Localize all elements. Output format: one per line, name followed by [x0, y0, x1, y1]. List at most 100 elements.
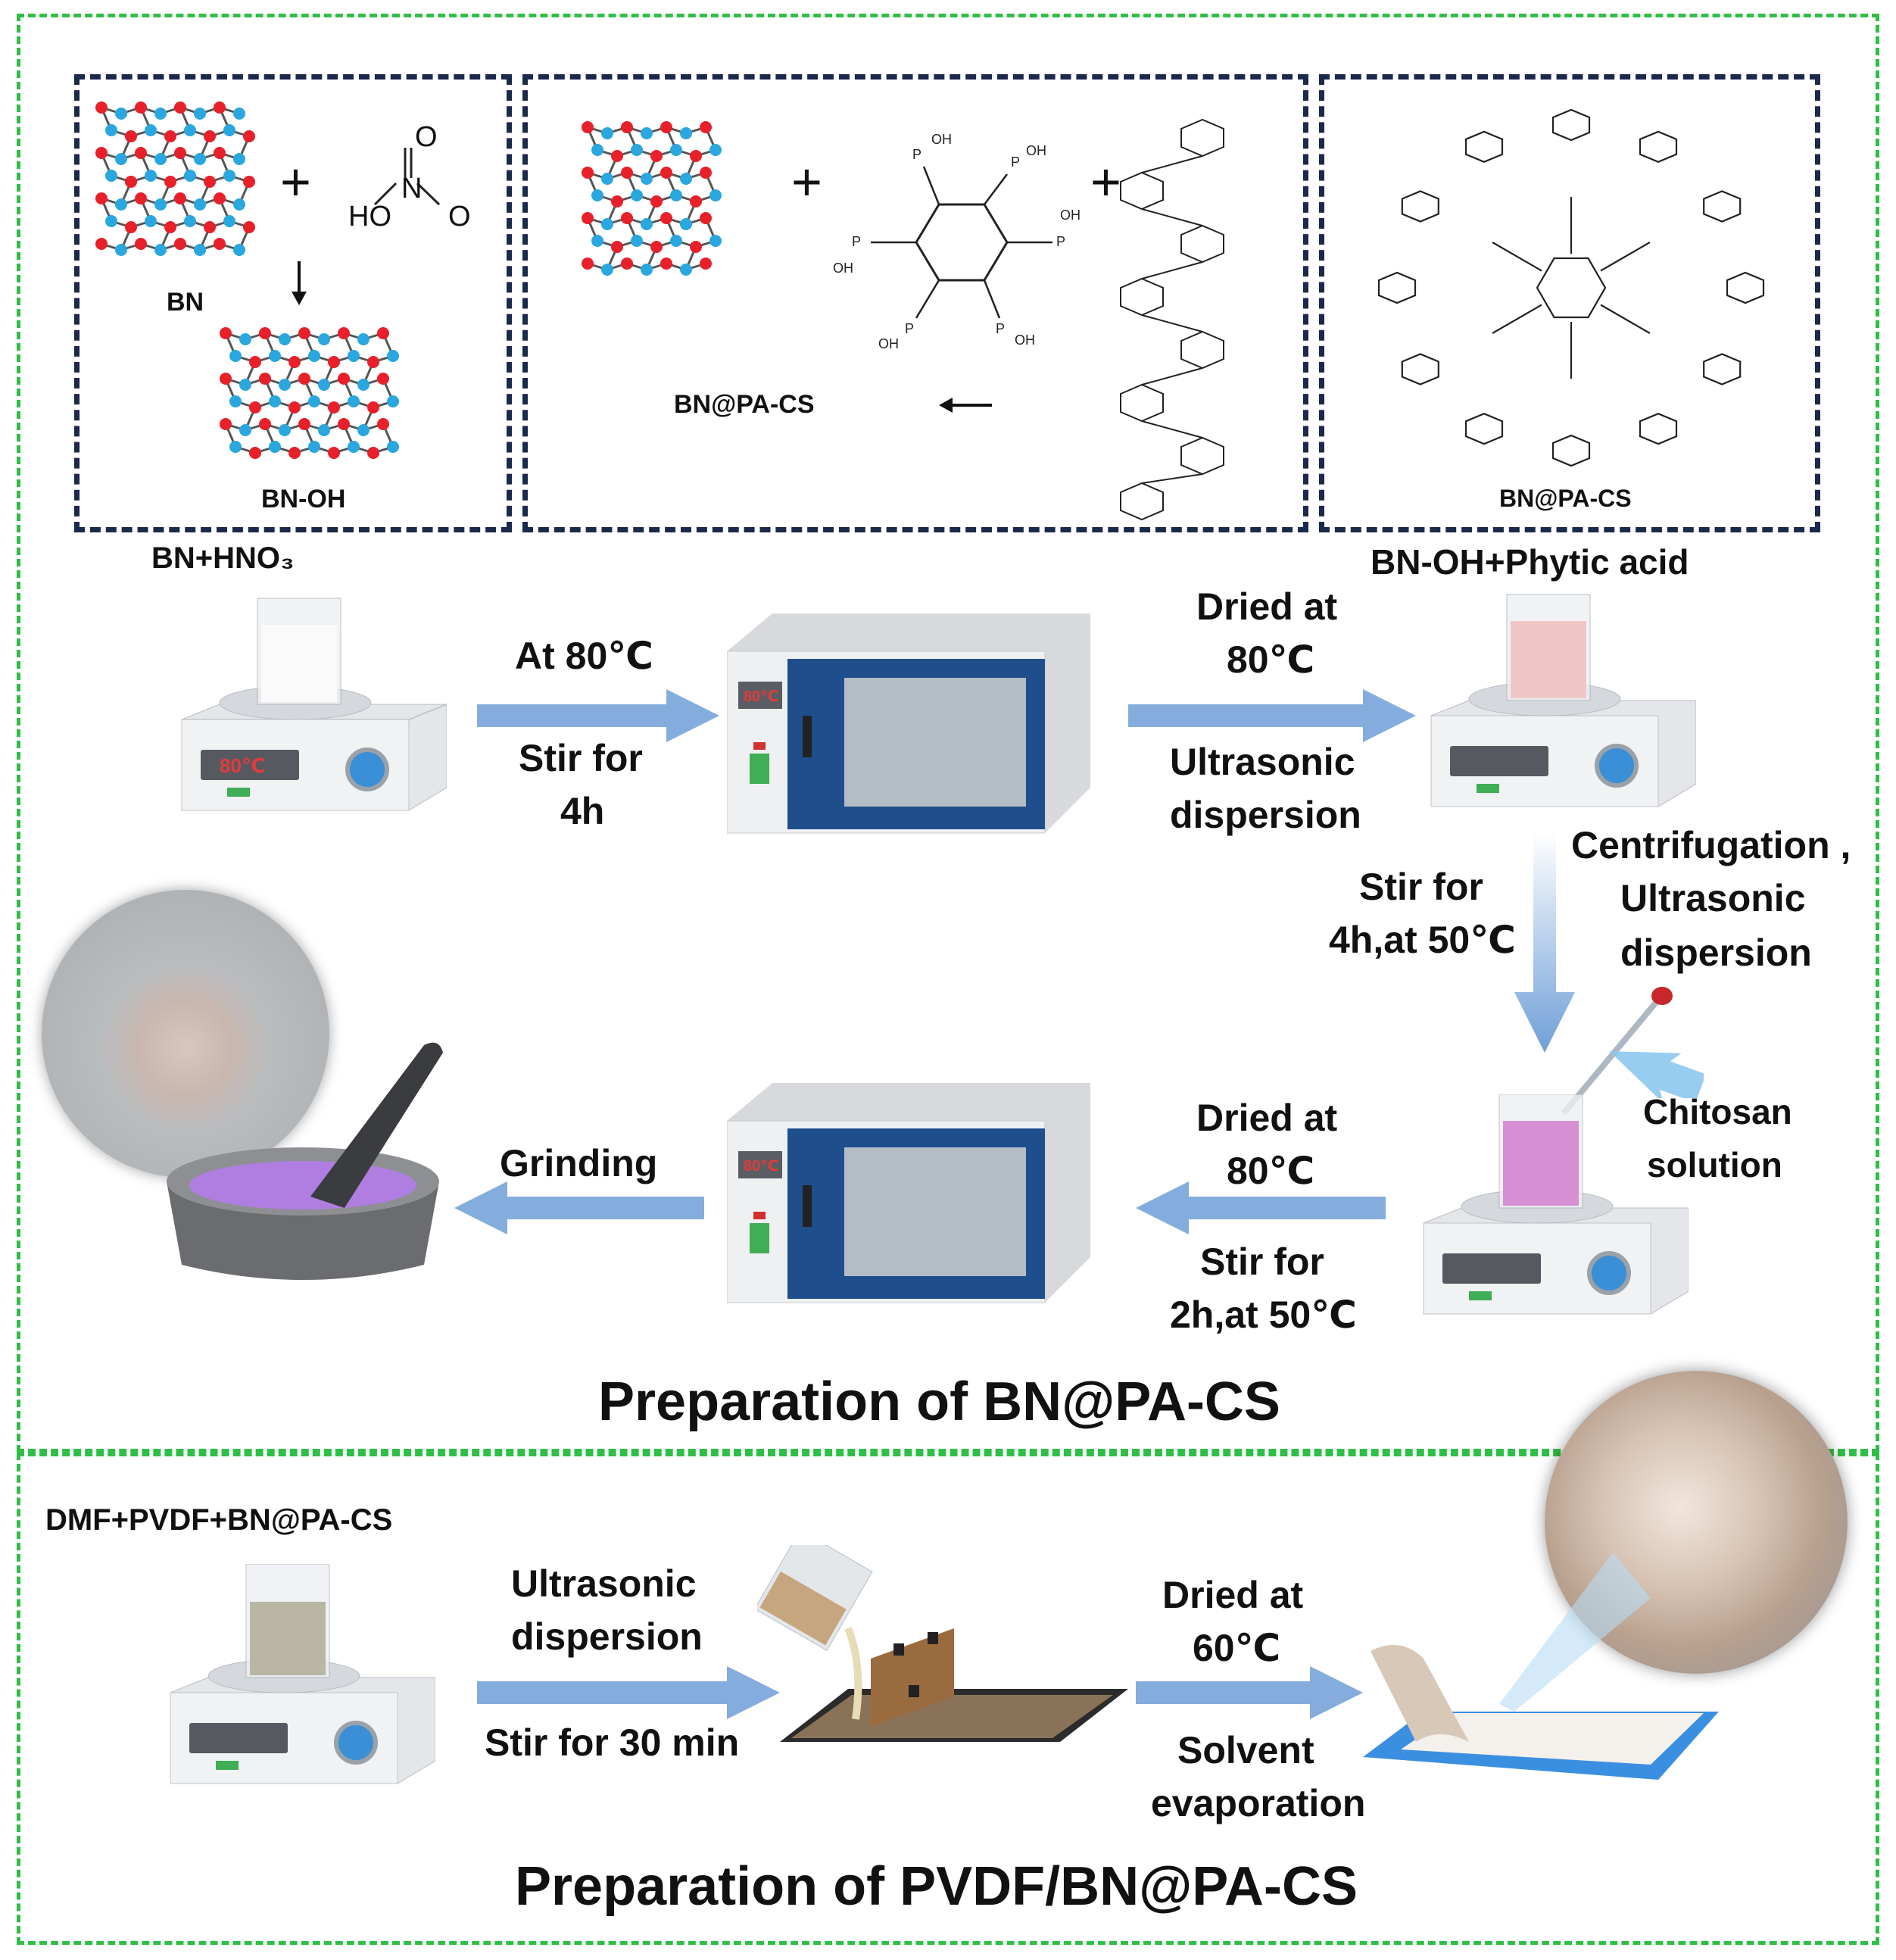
nitrogen-atom — [700, 167, 712, 179]
phosphate-arm — [1600, 242, 1651, 272]
label-evaporation: evaporation — [1151, 1782, 1366, 1824]
boron-atom — [308, 441, 320, 453]
boron-atom — [229, 395, 242, 407]
nitrogen-atom — [298, 373, 310, 385]
nitrogen-atom — [700, 121, 712, 133]
nitrogen-atom — [95, 101, 108, 114]
nitrogen-atom — [174, 238, 186, 250]
bn-pacs-complex-structure — [1377, 108, 1765, 467]
glucosamine-ring — [1180, 224, 1224, 264]
process-arrow-down — [1514, 833, 1575, 1053]
boron-atom — [233, 153, 245, 165]
nitrogen-atom — [367, 447, 379, 459]
boron-atom — [229, 441, 242, 453]
boron-atom — [194, 108, 206, 120]
stirrer-display-1: 80℃ — [220, 754, 265, 777]
nitrogen-atom — [611, 241, 623, 253]
boron-atom — [115, 153, 127, 165]
boron-atom — [145, 124, 157, 136]
chitosan-ring — [1703, 353, 1742, 385]
plus-sign-3: + — [1090, 152, 1121, 211]
nitrogen-atom — [243, 130, 255, 142]
nitrogen-atom — [243, 176, 255, 188]
boron-atom — [348, 350, 360, 362]
glycosidic-bond — [1141, 420, 1203, 439]
magnetic-stirrer-4 — [163, 1563, 436, 1791]
boron-atom — [105, 124, 117, 136]
boron-atom — [709, 144, 722, 156]
nitrogen-atom — [249, 356, 261, 368]
svg-text:OH: OH — [1015, 332, 1035, 348]
nitrogen-atom — [650, 241, 663, 253]
oven-display-1: 80℃ — [744, 688, 778, 705]
nitrogen-atom — [328, 401, 340, 414]
process-arrow-3 — [1136, 1181, 1386, 1234]
nitrogen-atom — [243, 221, 255, 233]
nitrogen-atom — [249, 447, 261, 459]
boron-atom — [194, 244, 206, 256]
label-dispersion-c: dispersion — [511, 1615, 703, 1658]
glycosidic-bond — [1141, 208, 1203, 226]
chitosan-chain-structure — [1120, 118, 1224, 521]
nitrogen-atom — [582, 167, 594, 179]
glucosamine-ring — [1180, 436, 1224, 476]
boron-atom — [239, 333, 251, 345]
boron-atom — [233, 108, 245, 120]
boron-atom — [670, 189, 682, 201]
boron-atom — [709, 189, 722, 201]
nitrogen-atom — [204, 221, 216, 233]
process-arrow-1 — [477, 689, 719, 742]
label-stir-for-b: Stir for — [1359, 866, 1483, 908]
glucosamine-ring — [1180, 330, 1224, 370]
svg-text:P: P — [905, 321, 914, 336]
boron-atom — [641, 264, 653, 276]
label-dried-at-c: Dried at — [1162, 1574, 1304, 1616]
label-solution: solution — [1647, 1145, 1782, 1184]
nitrogen-atom — [214, 192, 226, 204]
chitosan-ring — [1551, 434, 1591, 467]
boron-atom — [318, 333, 330, 345]
boron-atom — [279, 333, 291, 345]
magnetic-stirrer-3 — [1416, 1094, 1689, 1322]
bn-pacs-label-2: BN@PA-CS — [1499, 485, 1632, 512]
nitrogen-atom — [611, 150, 623, 162]
boron-atom — [115, 244, 127, 256]
nitrogen-atom — [220, 418, 232, 430]
nitrogen-atom — [377, 418, 389, 430]
nitric-ho: HO — [348, 201, 391, 233]
boron-atom — [269, 350, 281, 362]
boron-atom — [601, 264, 613, 276]
down-arrow-icon — [292, 261, 307, 305]
nitrogen-atom — [174, 192, 186, 204]
boron-atom — [145, 215, 157, 227]
label-60: 60℃ — [1193, 1627, 1281, 1669]
glycosidic-bond — [1141, 367, 1203, 385]
boron-atom — [591, 235, 603, 247]
plus-sign-1: + — [280, 152, 311, 211]
boron-atom — [641, 127, 653, 139]
bn-oh-lattice-small — [582, 121, 722, 276]
inositol-ring — [1536, 257, 1607, 319]
svg-text:OH: OH — [833, 261, 853, 276]
boron-atom — [105, 170, 117, 182]
boron-atom — [279, 379, 291, 391]
boron-atom — [145, 170, 157, 182]
boron-atom — [239, 424, 251, 436]
boron-atom — [154, 153, 167, 165]
boron-atom — [184, 215, 196, 227]
nitrogen-atom — [660, 121, 672, 133]
label-stir-for-c: Stir for — [1200, 1241, 1324, 1283]
nitrogen-atom — [95, 238, 108, 250]
boron-atom — [631, 235, 643, 247]
nitrogen-atom — [220, 373, 232, 385]
boron-atom — [631, 144, 643, 156]
nitrogen-atom — [125, 130, 137, 142]
nitrogen-atom — [582, 121, 594, 133]
bn-pacs-reaction-box — [522, 74, 1308, 532]
boron-atom — [680, 173, 692, 185]
nitrogen-atom — [288, 356, 301, 368]
boron-atom — [387, 441, 399, 453]
section2-frame — [17, 1453, 1879, 1945]
nitrogen-atom — [328, 447, 340, 459]
pvdf-film — [1363, 1645, 1719, 1780]
